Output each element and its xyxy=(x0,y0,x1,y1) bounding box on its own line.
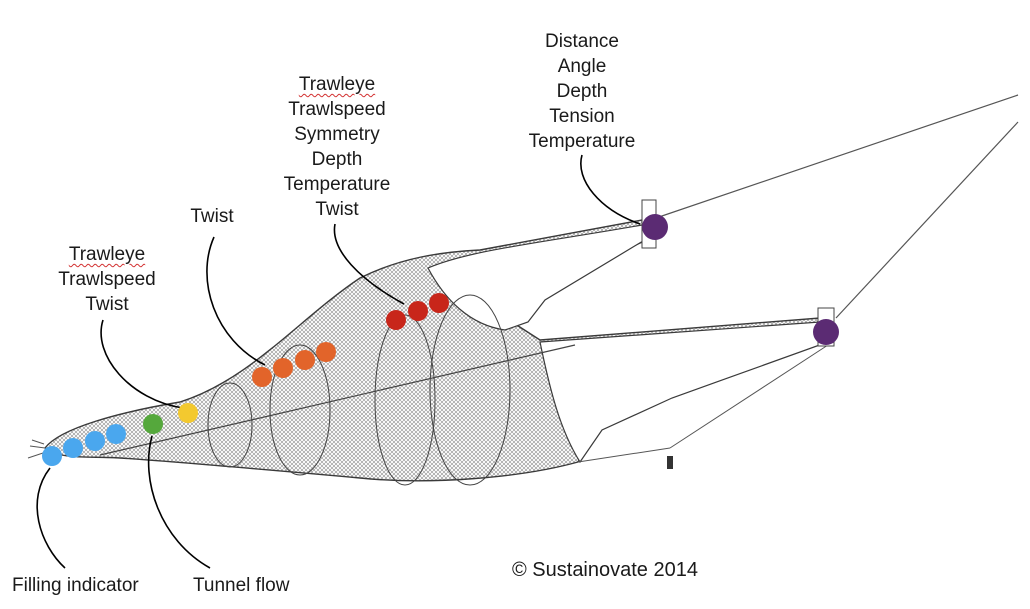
door-sensor-depth: Depth xyxy=(556,81,608,102)
headline-sensor-trawleye: Trawleye xyxy=(298,74,376,95)
leader-twist xyxy=(206,236,266,366)
door-sensor-temperature: Temperature xyxy=(528,131,636,152)
headline-sensor-symmetry: Symmetry xyxy=(294,124,380,145)
copyright-text: © Sustainovate 2014 xyxy=(512,559,698,581)
twist-sensor-twist: Twist xyxy=(190,206,234,227)
ground-rope-2 xyxy=(669,344,829,449)
leader-filling xyxy=(36,467,66,569)
headline-sensor-dot xyxy=(429,293,449,313)
filling-indicator-label: Filling indicator xyxy=(12,573,158,598)
door-sensor-distance: Distance xyxy=(545,31,619,52)
door-sensor-dot xyxy=(642,214,668,240)
lower-opening xyxy=(539,321,829,464)
leader-headline xyxy=(333,223,405,305)
twist-sensor-dot xyxy=(273,358,293,378)
mid-sensor-trawleye: Trawleye xyxy=(68,244,146,265)
mid-sensor-twist: Twist xyxy=(85,294,129,315)
net-body xyxy=(44,219,838,482)
net-ring xyxy=(374,314,436,486)
trawl-net xyxy=(27,94,1019,486)
headline-sensor-dot xyxy=(408,301,428,321)
filling-sensor-dot xyxy=(42,446,62,466)
filling-sensor-dot xyxy=(106,424,126,444)
door-sensor-dot xyxy=(813,319,839,345)
filling-sensor-dot xyxy=(85,431,105,451)
weight xyxy=(667,456,673,469)
headline-sensor-depth: Depth xyxy=(311,149,363,170)
door-sensor-angle: Angle xyxy=(557,56,607,77)
twist-sensor-dot xyxy=(252,367,272,387)
filling-indicator-text: Filling indicator xyxy=(12,575,139,596)
headline-sensor-trawlspeed: Trawlspeed xyxy=(288,99,386,120)
mid-sensor-trawlspeed: Trawlspeed xyxy=(58,269,156,290)
sensors xyxy=(42,214,839,466)
door-sensor-tension: Tension xyxy=(549,106,615,127)
tunnel-sensor-dot xyxy=(143,414,163,434)
headline-sensors-label: Trawleye Trawlspeed Symmetry Depth Tempe… xyxy=(272,72,402,222)
lower-warp xyxy=(835,121,1019,319)
leader-mid xyxy=(100,319,184,409)
leader-door xyxy=(580,154,641,225)
mid-sensor-dot xyxy=(178,403,198,423)
door-sensors-label: Distance Angle Depth Tension Temperature xyxy=(520,29,644,154)
twist-sensor-dot xyxy=(295,350,315,370)
tunnel-flow-text: Tunnel flow xyxy=(193,575,290,596)
mid-sensors-label: Trawleye Trawlspeed Twist xyxy=(50,242,164,317)
net-ring xyxy=(207,382,253,468)
leader-lines xyxy=(36,154,641,569)
leader-tunnel xyxy=(147,435,211,569)
upper-warp xyxy=(655,94,1019,219)
ground-rope xyxy=(577,447,671,463)
net-seam xyxy=(99,344,576,456)
filling-sensor-dot xyxy=(63,438,83,458)
headline-sensor-temperature: Temperature xyxy=(283,174,391,195)
net-ring xyxy=(269,344,331,476)
headline-sensor-dot xyxy=(386,310,406,330)
tunnel-flow-label: Tunnel flow xyxy=(193,573,303,598)
headline-sensor-twist: Twist xyxy=(315,199,359,220)
twist-sensor-label: Twist xyxy=(180,204,244,229)
twist-sensor-dot xyxy=(316,342,336,362)
net-ring xyxy=(429,294,511,486)
